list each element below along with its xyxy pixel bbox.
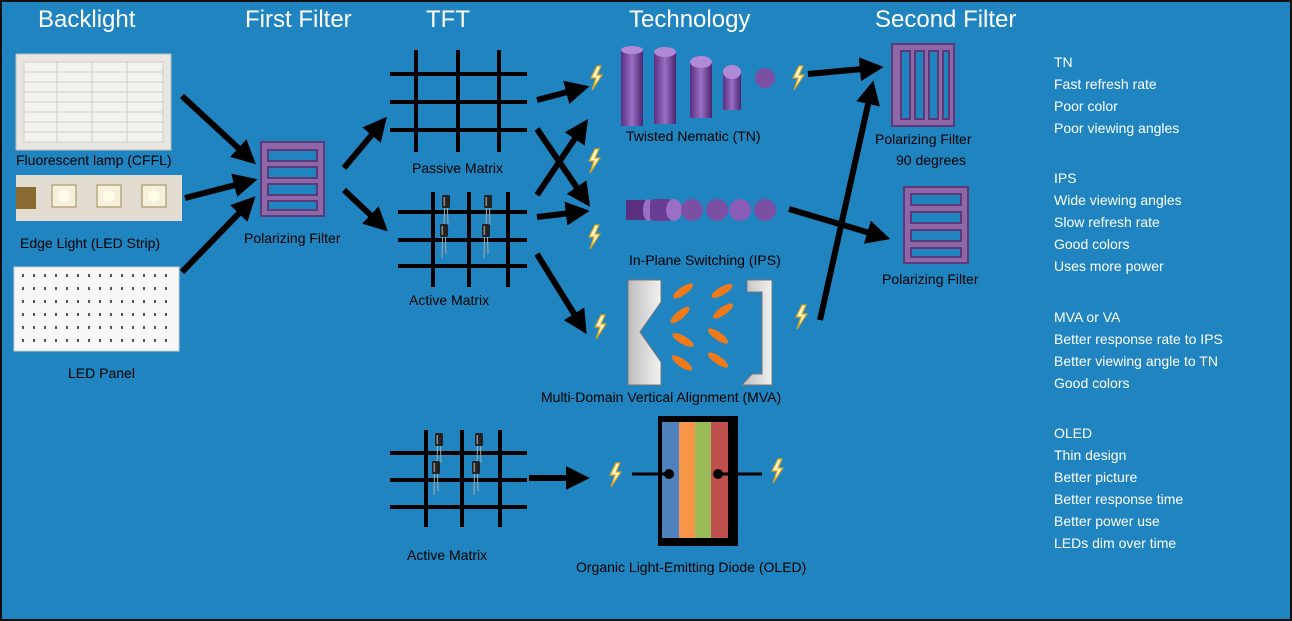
polarizing-filter-icon	[891, 43, 955, 127]
header-technology: Technology	[629, 6, 751, 33]
transistor-icon	[431, 432, 484, 496]
note-line: Good colors	[1054, 236, 1130, 252]
note-line: Better response rate to IPS	[1054, 331, 1223, 347]
matrix-grid-icon	[398, 192, 527, 287]
note-line: Uses more power	[1054, 258, 1164, 274]
note-title: TN	[1054, 54, 1073, 70]
notes-ips: IPS Wide viewing angles Slow refresh rat…	[1054, 167, 1182, 277]
note-line: Poor color	[1054, 98, 1118, 114]
header-first-filter: First Filter	[245, 6, 352, 33]
label-tn: Twisted Nematic (TN)	[626, 128, 761, 144]
liquid-crystal-icon	[627, 279, 773, 386]
notes-oled: OLED Thin design Better picture Better r…	[1054, 422, 1183, 554]
note-line: Slow refresh rate	[1054, 214, 1160, 230]
note-title: OLED	[1054, 425, 1093, 441]
matrix-grid-icon	[390, 430, 527, 527]
label-polarizing-filter: Polarizing Filter	[882, 271, 979, 287]
label-mva: Multi-Domain Vertical Alignment (MVA)	[541, 389, 782, 405]
label-90-degrees: 90 degrees	[896, 152, 967, 168]
notes-mva: MVA or VA Better response rate to IPS Be…	[1054, 306, 1223, 394]
arrow-icon	[788, 57, 891, 321]
note-line: Wide viewing angles	[1054, 192, 1182, 208]
note-line: Poor viewing angles	[1054, 120, 1180, 136]
label-cffl: Fluorescent lamp (CFFL)	[16, 152, 172, 168]
note-line: Thin design	[1054, 447, 1127, 463]
label-led-panel: LED Panel	[68, 365, 135, 381]
header-second-filter: Second Filter	[875, 6, 1017, 33]
notes-tn: TN Fast refresh rate Poor color Poor vie…	[1054, 51, 1179, 139]
note-line: Better power use	[1054, 513, 1160, 529]
note-line: Better response time	[1054, 491, 1184, 507]
note-line: Fast refresh rate	[1054, 76, 1157, 92]
label-polarizing-filter-90: Polarizing Filter	[875, 131, 972, 147]
label-ips: In-Plane Switching (IPS)	[629, 252, 781, 268]
transistor-icon	[439, 194, 493, 259]
label-active-matrix: Active Matrix	[407, 547, 488, 563]
matrix-grid-icon	[390, 50, 527, 152]
header-backlight: Backlight	[38, 6, 136, 33]
label-passive-matrix: Passive Matrix	[412, 160, 504, 176]
note-line: Good colors	[1054, 375, 1130, 391]
note-line: LEDs dim over time	[1054, 535, 1177, 551]
polarizing-filter-icon	[903, 186, 969, 264]
led-strip-image	[16, 175, 182, 221]
arrow-icon	[341, 116, 388, 232]
label-active-matrix: Active Matrix	[409, 292, 490, 308]
liquid-crystal-icon	[621, 46, 775, 126]
label-oled: Organic Light-Emitting Diode (OLED)	[576, 559, 807, 575]
label-polarizing-filter: Polarizing Filter	[244, 230, 341, 246]
led-panel-image	[13, 266, 180, 352]
note-title: IPS	[1054, 170, 1077, 186]
arrow-icon	[529, 80, 591, 490]
header-tft: TFT	[426, 6, 470, 33]
fluorescent-lamp-image	[15, 53, 172, 151]
arrow-icon	[179, 93, 258, 275]
note-line: Better viewing angle to TN	[1054, 353, 1218, 369]
label-led-strip: Edge Light (LED Strip)	[20, 235, 161, 251]
oled-stack-icon	[632, 416, 762, 546]
note-title: MVA or VA	[1054, 309, 1121, 325]
polarizing-filter-icon	[260, 141, 325, 217]
note-line: Better picture	[1054, 469, 1138, 485]
liquid-crystal-icon	[626, 199, 776, 221]
